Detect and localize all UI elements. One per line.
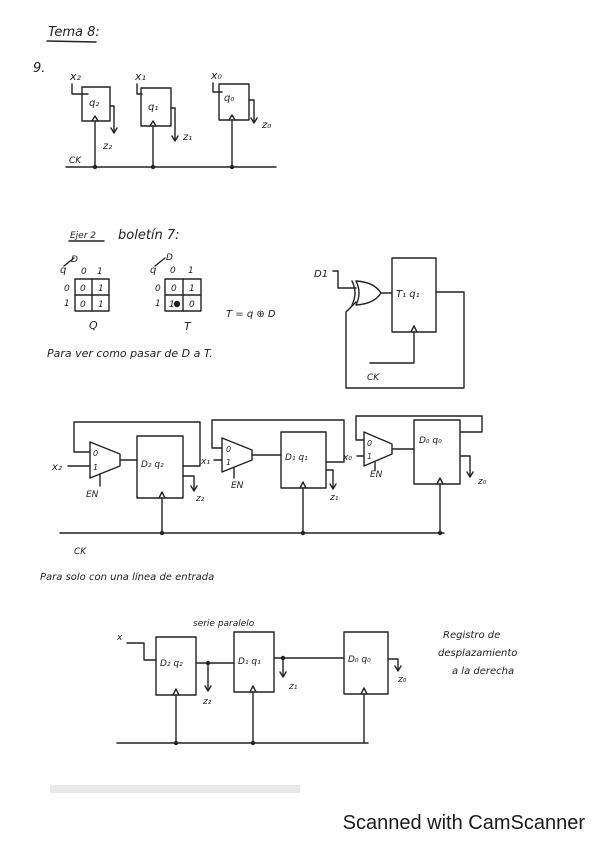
kmap-t-label: T [184, 320, 192, 333]
shift-en-mux-1-in0: 0 [226, 445, 231, 454]
scanner-watermark: Scanned with CamScanner [342, 812, 585, 834]
ex9-input-x0: x₀ [210, 69, 223, 82]
kmap-t-col-var: D [166, 253, 173, 263]
shift-en-input-x0: x₀ [342, 453, 352, 463]
ex9-number: 9. [33, 61, 45, 76]
sp-note-line-0: Registro de [443, 630, 500, 641]
kmap-t-cell-01: 1 [189, 284, 195, 294]
shift-en-mux-0-in0: 0 [93, 449, 98, 458]
note-single-line: Para solo con una línea de entrada [40, 571, 214, 583]
kmap-q-row-header-1: 1 [64, 299, 70, 309]
serie-paralelo-note: Registro de desplazamiento a la derecha [438, 630, 517, 677]
kmap-q-col-header-0: 0 [81, 267, 87, 277]
kmap-q-row-var: q [60, 265, 66, 276]
shift-en-mux-2-in1: 1 [367, 452, 372, 461]
ex9-output-z0: z₀ [261, 120, 271, 131]
d-to-t-input: D1 [314, 269, 328, 280]
d-to-t-cell-label: T₁ q₁ [396, 289, 420, 300]
sp-output-z0: z₀ [397, 675, 407, 685]
ex9-cell-2: x₂ q₂ z₂ [69, 70, 118, 168]
sp-note-line-1: desplazamiento [438, 648, 517, 659]
ex9-cell-0: x₀ q₀ z₀ [210, 69, 271, 168]
kmap-t-row-var: q [150, 265, 156, 276]
ex9-input-x2: x₂ [69, 70, 82, 83]
kmap-t-row-header-1: 1 [155, 299, 161, 309]
ex2-caption: Para ver como pasar de D a T. [47, 347, 213, 360]
shift-en-output-z2: z₂ [195, 494, 205, 504]
kmap-t-cell-11: 0 [189, 300, 195, 310]
ex9-cell-label-1: q₁ [148, 102, 158, 113]
kmap-q-cell-01: 1 [98, 284, 104, 294]
kmap-q-col-var: D [71, 255, 78, 265]
sp-cell-label-0: D₀ q₀ [348, 655, 371, 665]
ex2-heading: boletín 7: [118, 228, 180, 243]
shift-en-circuit: x₂ 0 1 EN D₂ q₂ z₂ x₁ 0 1 EN D₁ q₁ z₁ x₀ [51, 415, 487, 557]
d-to-t-circuit: D1 T₁ q₁ CK [314, 257, 465, 389]
kmap-q: D q 0 1 0 1 0 1 0 1 Q [60, 255, 110, 332]
shift-en-cell-label-0: D₀ q₀ [419, 436, 442, 446]
ex9-cell-1: x₁ q₁ z₁ [134, 70, 192, 168]
shift-en-enable-1: EN [231, 481, 244, 491]
sp-cell-label-2: D₂ q₂ [160, 659, 183, 669]
ex2-heading-prefix: Ejer 2 [70, 231, 96, 241]
serie-paralelo-circuit: serie paralelo x D₂ q₂ z₂ D₁ q₁ z₁ D₀ q₀… [116, 619, 407, 746]
ex9-clock-label: CK [69, 156, 82, 166]
kmap-t-col-header-0: 0 [170, 266, 176, 276]
shift-en-input-x1: x₁ [200, 457, 210, 467]
shift-en-mux-1-in1: 1 [226, 458, 231, 467]
sp-cell-label-1: D₁ q₁ [238, 657, 261, 667]
shift-en-input-x2: x₂ [51, 462, 62, 473]
ex9-input-x1: x₁ [134, 70, 146, 83]
d-to-t-clock-label: CK [367, 373, 380, 383]
ex9-cell-label-0: q₀ [224, 93, 234, 104]
sp-output-z2: z₂ [202, 697, 212, 707]
shift-en-output-z1: z₁ [329, 493, 339, 503]
kmap-q-cell-10: 0 [80, 300, 86, 310]
shift-en-cell-label-1: D₁ q₁ [285, 453, 308, 463]
kmap-q-row-header-0: 0 [64, 284, 70, 294]
shift-en-clock-label: CK [74, 547, 87, 557]
sp-output-z1: z₁ [288, 682, 298, 692]
shift-en-enable-0: EN [86, 490, 99, 500]
serie-paralelo-input-x: x [116, 633, 123, 643]
shift-en-cell-label-2: D₂ q₂ [141, 460, 164, 470]
page-title: Tema 8: [48, 25, 100, 40]
kmap-q-col-header-1: 1 [97, 267, 103, 277]
shift-en-enable-2: EN [370, 470, 383, 480]
kmap-t-row-header-0: 0 [155, 284, 161, 294]
kmap-q-cell-11: 1 [98, 300, 104, 310]
kmap-t-col-header-1: 1 [188, 266, 194, 276]
ex9-output-z1: z₁ [182, 132, 192, 143]
ex2-equation: T = q ⊕ D [226, 309, 276, 320]
kmap-t: D q 0 1 0 1 0 1 1 0 T [150, 253, 202, 333]
shift-en-mux-0-in1: 1 [93, 463, 98, 472]
ex9-cell-label-2: q₂ [89, 98, 99, 109]
kmap-t-cell-00: 0 [171, 284, 177, 294]
shift-en-mux-2-in0: 0 [367, 439, 372, 448]
ex9-output-z2: z₂ [102, 141, 112, 152]
kmap-q-cell-00: 0 [80, 284, 86, 294]
shift-en-output-z0: z₀ [477, 477, 487, 487]
serie-paralelo-heading: serie paralelo [193, 619, 255, 629]
kmap-t-cell-10: 1 [169, 300, 175, 310]
kmap-q-label: Q [89, 319, 98, 332]
kmap-t-marked-dot [173, 300, 181, 308]
sp-note-line-2: a la derecha [452, 666, 514, 677]
